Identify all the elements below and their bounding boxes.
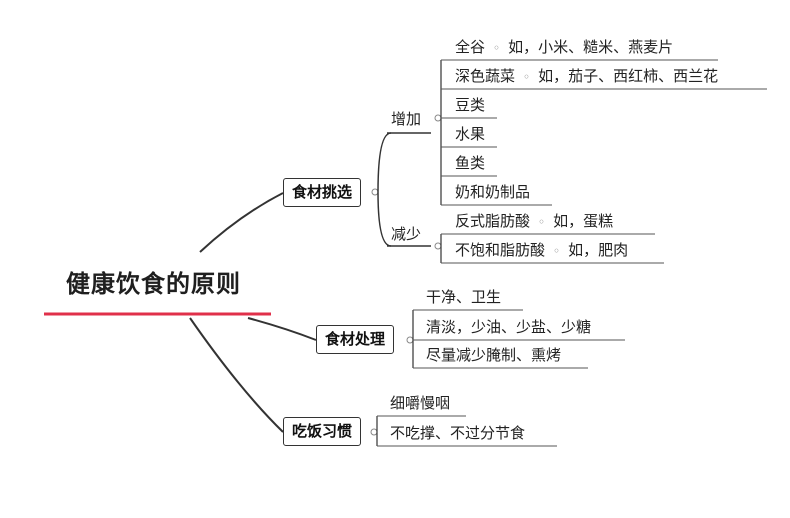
leaf-note: 如，蛋糕 [553,212,614,230]
connector-root-branch-2 [247,317,317,341]
connector-root-branch-1 [199,192,284,253]
leaf-note: 如，肥肉 [568,241,629,259]
note-dot: ◦ [493,41,501,55]
group-decrease[interactable]: 减少 [391,225,422,243]
leaf-no-overeating[interactable]: 不吃撑、不过分节食 [390,424,526,442]
leaf-less-pickled[interactable]: 尽量减少腌制、熏烤 [426,346,562,364]
collapse-dot-group-1 [434,114,442,122]
collapse-dot-branch-2 [406,336,414,344]
connector-root-branch-3 [189,317,284,433]
leaf-label: 不饱和脂肪酸 [455,241,546,259]
leaf-note: 如，小米、糙米、燕麦片 [508,38,674,56]
leaf-label: 反式脂肪酸 [455,212,531,230]
note-dot: ◦ [538,215,546,229]
leaf-fruit[interactable]: 水果 [455,125,486,143]
branch-eating-habits[interactable]: 吃饭习惯 [283,417,362,446]
leaf-whole-grain[interactable]: 全谷 ◦ 如，小米、糙米、燕麦片 [455,40,673,55]
leaf-trans-fat[interactable]: 反式脂肪酸 ◦ 如，蛋糕 [455,214,613,229]
leaf-unsaturated-fat[interactable]: 不饱和脂肪酸 ◦ 如，肥肉 [455,243,628,258]
leaf-label: 深色蔬菜 [455,67,516,85]
leaf-dark-vegetables[interactable]: 深色蔬菜 ◦ 如，茄子、西红柿、西兰花 [455,69,718,84]
leaf-dairy[interactable]: 奶和奶制品 [455,183,531,201]
note-dot: ◦ [523,70,531,84]
leaf-note: 如，茄子、西红柿、西兰花 [538,67,719,85]
group-increase[interactable]: 增加 [391,110,422,128]
leaf-chew-slowly[interactable]: 细嚼慢咽 [390,394,451,412]
leaf-light-diet[interactable]: 清淡，少油、少盐、少糖 [426,318,592,336]
leaf-beans[interactable]: 豆类 [455,96,486,114]
leaf-fish[interactable]: 鱼类 [455,154,486,172]
leaf-label: 全谷 [455,38,486,56]
leaf-clean[interactable]: 干净、卫生 [426,288,502,306]
collapse-dot-group-2 [434,242,442,250]
connector-branch1-group2 [377,191,392,247]
collapse-dot-branch-3 [370,428,378,436]
branch-food-handling[interactable]: 食材处理 [316,325,395,354]
branch-food-selection[interactable]: 食材挑选 [283,178,362,207]
collapse-dot-branch-1 [371,188,379,196]
note-dot: ◦ [553,244,561,258]
root-topic[interactable]: 健康饮食的原则 [66,270,241,298]
connector-branch1-group1 [377,132,392,193]
